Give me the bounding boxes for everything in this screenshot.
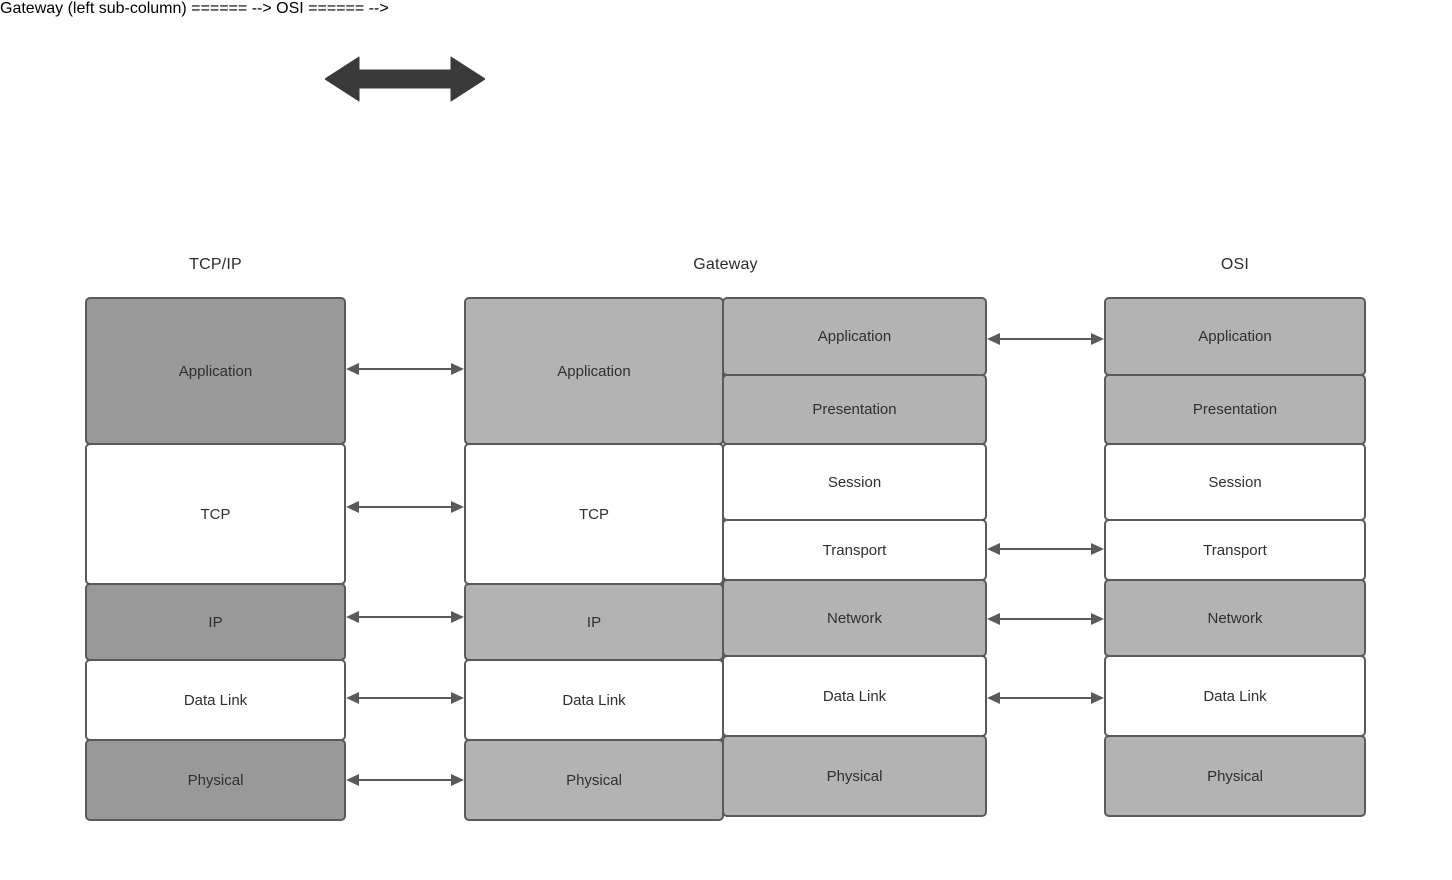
connector-gateway-osi-transport — [987, 539, 1104, 559]
connector-tcpip-gateway-data-link — [346, 688, 464, 708]
osi-stack: Application Presentation Session Transpo… — [1104, 297, 1366, 821]
gateway-left-layer-application[interactable]: Application — [464, 297, 724, 445]
column-title-tcpip: TCP/IP — [189, 256, 242, 273]
osi-layer-presentation[interactable]: Presentation — [1104, 374, 1366, 445]
gateway-right-layer-physical[interactable]: Physical — [722, 735, 987, 817]
column-title-osi: OSI — [1220, 256, 1250, 273]
osi-layer-application[interactable]: Application — [1104, 297, 1366, 376]
gateway-right-layer-application[interactable]: Application — [722, 297, 987, 376]
gateway-left-layer-tcp[interactable]: TCP — [464, 443, 724, 585]
osi-layer-session[interactable]: Session — [1104, 443, 1366, 521]
column-title-gateway: Gateway — [693, 256, 758, 273]
tcpip-layer-data-link[interactable]: Data Link — [85, 659, 346, 741]
tcpip-layer-application[interactable]: Application — [85, 297, 346, 445]
gateway-right-layer-presentation[interactable]: Presentation — [722, 374, 987, 445]
connector-gateway-osi-application — [987, 329, 1104, 349]
connector-tcpip-gateway-application — [346, 359, 464, 379]
osi-layer-transport[interactable]: Transport — [1104, 519, 1366, 581]
gateway-left-layer-physical[interactable]: Physical — [464, 739, 724, 821]
osi-layer-data-link[interactable]: Data Link — [1104, 655, 1366, 737]
connector-tcpip-gateway-tcp — [346, 497, 464, 517]
gateway-substack-osi: Application Presentation Session Transpo… — [722, 297, 987, 821]
tcpip-layer-ip[interactable]: IP — [85, 583, 346, 661]
gateway-stack: Application TCP IP Data Link Physical Ap… — [464, 297, 987, 821]
gateway-right-layer-network[interactable]: Network — [722, 579, 987, 657]
gateway-right-layer-session[interactable]: Session — [722, 443, 987, 521]
bidirectional-block-arrow-icon — [325, 55, 485, 103]
osi-layer-network[interactable]: Network — [1104, 579, 1366, 657]
connector-tcpip-gateway-ip — [346, 607, 464, 627]
osi-layer-physical[interactable]: Physical — [1104, 735, 1366, 817]
gateway-right-layer-transport[interactable]: Transport — [722, 519, 987, 581]
connector-gateway-osi-network — [987, 609, 1104, 629]
gateway-left-layer-data-link[interactable]: Data Link — [464, 659, 724, 741]
tcpip-stack: Application TCP IP Data Link Physical — [85, 297, 346, 821]
gateway-right-layer-data-link[interactable]: Data Link — [722, 655, 987, 737]
gateway-substack-tcpip: Application TCP IP Data Link Physical — [464, 297, 724, 821]
tcpip-layer-tcp[interactable]: TCP — [85, 443, 346, 585]
connector-tcpip-gateway-physical — [346, 770, 464, 790]
gateway-left-layer-ip[interactable]: IP — [464, 583, 724, 661]
connector-gateway-osi-data-link — [987, 688, 1104, 708]
tcpip-layer-physical[interactable]: Physical — [85, 739, 346, 821]
